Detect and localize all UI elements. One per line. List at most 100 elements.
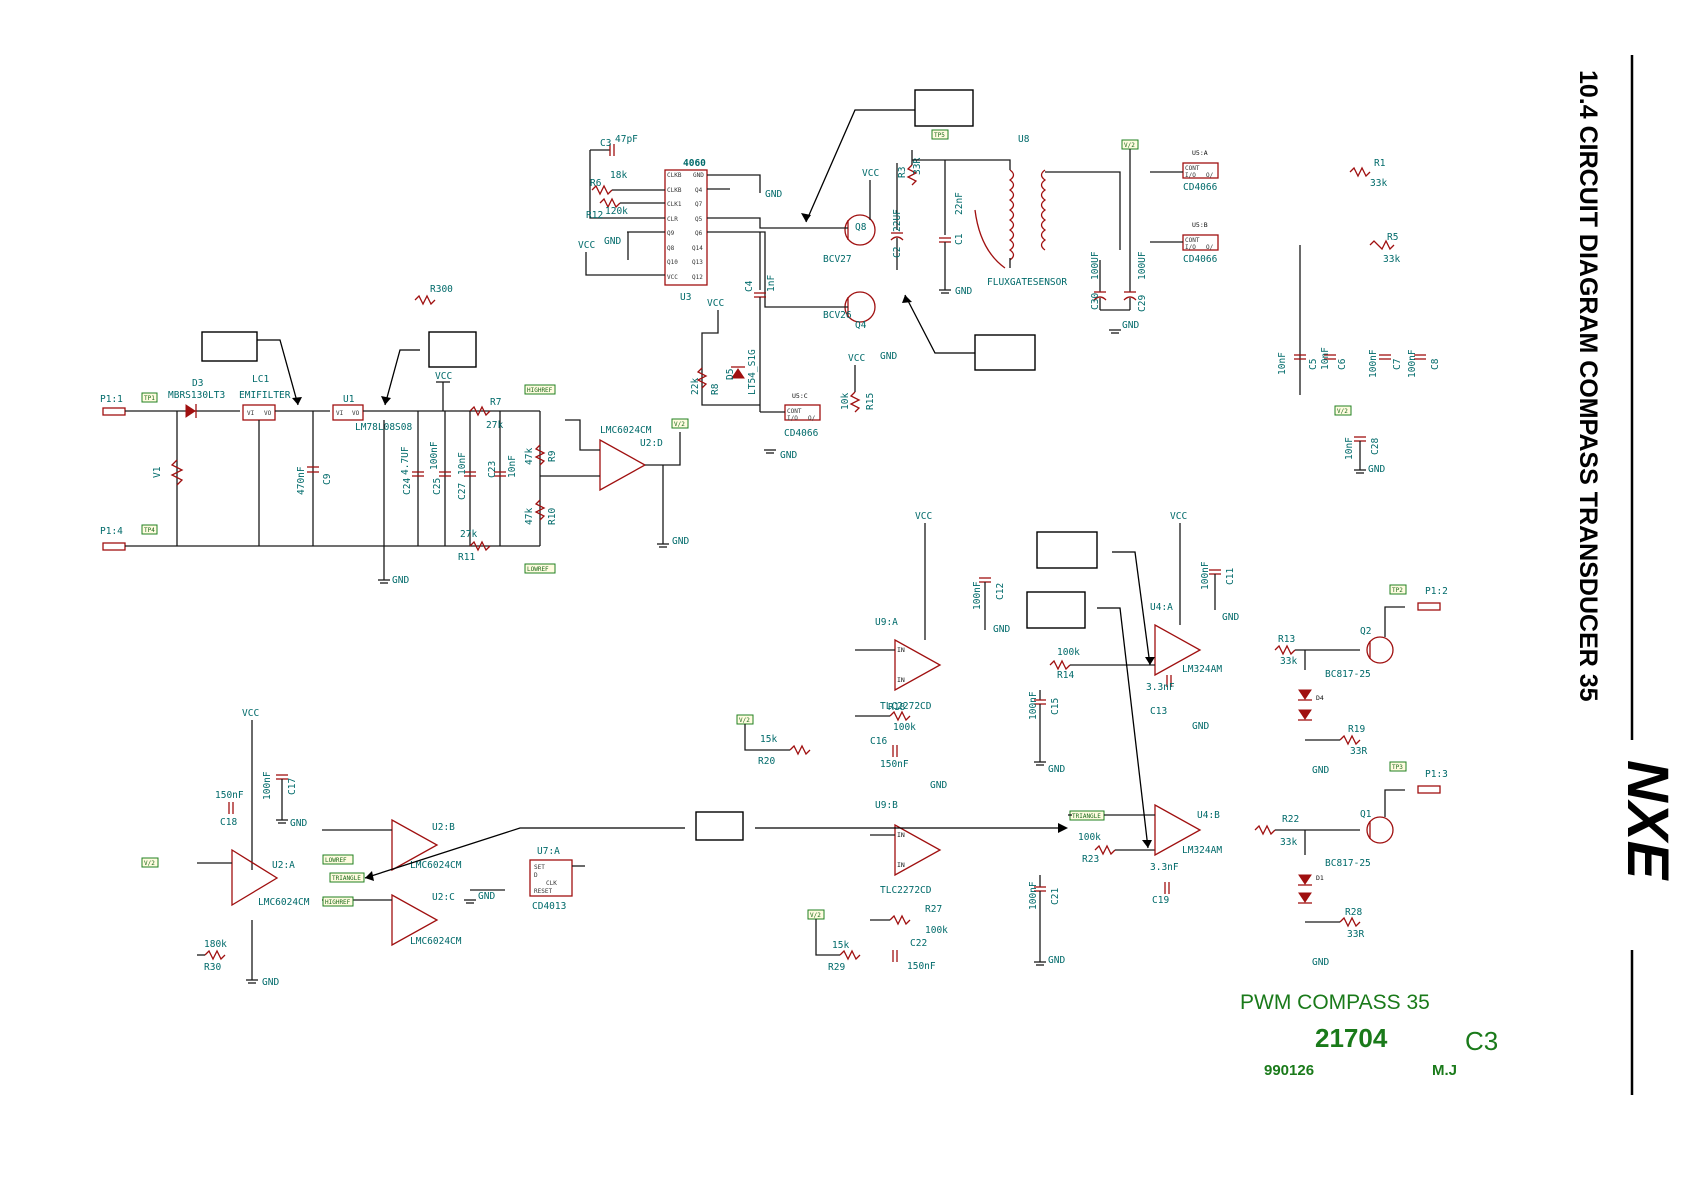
svg-text:Q12: Q12 bbox=[692, 274, 703, 281]
svg-text:R14: R14 bbox=[1057, 670, 1074, 681]
vertical-title: 10.4 CIRCUIT DIAGRAM COMPASS TRANSDUCER … bbox=[1574, 70, 1602, 702]
gnd-symbol-u7: GND bbox=[464, 889, 505, 904]
v2-tag-filter bbox=[1334, 405, 1352, 416]
capacitor-c27: C27 10nF bbox=[457, 430, 476, 546]
svg-text:U7:A: U7:A bbox=[537, 846, 560, 857]
svg-text:C11: C11 bbox=[1225, 568, 1236, 585]
svg-text:100k: 100k bbox=[1078, 832, 1101, 843]
svg-text:R10: R10 bbox=[547, 508, 558, 525]
vcc-symbol-u3: VCC bbox=[578, 240, 665, 276]
svg-text:Q1: Q1 bbox=[1360, 809, 1372, 820]
svg-text:R8: R8 bbox=[710, 383, 721, 395]
svg-text:LC1: LC1 bbox=[252, 374, 269, 385]
svg-text:I/O: I/O bbox=[787, 415, 798, 422]
capacitor-c1: C1 22nF GND bbox=[939, 160, 972, 297]
svg-text:IN: IN bbox=[897, 861, 905, 869]
svg-text:U5:C: U5:C bbox=[792, 392, 808, 400]
svg-text:HIGHREF: HIGHREF bbox=[527, 387, 553, 394]
svg-text:BCV26: BCV26 bbox=[823, 310, 852, 321]
resistor-r30: 180k R30 bbox=[197, 939, 227, 973]
power-supply: P1:1 TP1 P1:4 TP4 D3 MBRS130LT3 V1 bbox=[100, 284, 689, 586]
svg-text:10nF: 10nF bbox=[1344, 437, 1355, 460]
svg-text:GND: GND bbox=[1192, 721, 1209, 732]
svg-text:GND: GND bbox=[765, 189, 782, 200]
capacitor-c28: 10nF C28 GND bbox=[1344, 436, 1385, 475]
capacitor-c22: C22 150nF bbox=[892, 938, 936, 972]
resistor-r7: R7 27k bbox=[469, 397, 503, 431]
svg-text:U2:A: U2:A bbox=[272, 860, 295, 871]
callout-box-integrator-a bbox=[1036, 531, 1098, 569]
svg-text:LM324AM: LM324AM bbox=[1182, 845, 1222, 856]
highref-tag-u2c bbox=[322, 896, 354, 907]
oscillator-section: 4060 U3 CLKB CLKB CLK1 CLR Q9 Q8 Q10 VCC… bbox=[578, 129, 1148, 461]
capacitor-c17: 100nF C17 GND bbox=[262, 771, 307, 829]
svg-text:100UF: 100UF bbox=[1137, 251, 1148, 280]
svg-text:FLUXGATESENSOR: FLUXGATESENSOR bbox=[987, 277, 1067, 288]
svg-text:I/O: I/O bbox=[1185, 244, 1196, 251]
tp4-tag bbox=[141, 524, 158, 535]
channel-a: IN IN U9:A TLC2272CD VCC 100nF C12 GND R… bbox=[736, 511, 1448, 791]
svg-text:33k: 33k bbox=[1280, 656, 1297, 667]
svg-text:U1: U1 bbox=[343, 394, 355, 405]
lowref-tag-u2b bbox=[322, 854, 354, 865]
svg-text:TP3: TP3 bbox=[1392, 764, 1403, 771]
fluxgate-sensor-u8: U8 FLUXGATESENSOR bbox=[974, 134, 1067, 288]
svg-text:4060: 4060 bbox=[683, 158, 706, 169]
capacitor-c24: C24 4.7UF bbox=[400, 411, 424, 546]
callouts bbox=[201, 89, 1155, 881]
demod-switches: CONT I/O O/ U5:A CD4066 CONT I/O O/ U5:B… bbox=[1150, 149, 1441, 475]
opamp-u4b: U4:B LM324AM bbox=[1125, 803, 1222, 857]
gnd-symbol-2: GND bbox=[657, 536, 689, 548]
svg-text:GND: GND bbox=[1312, 957, 1329, 968]
svg-text:GND: GND bbox=[392, 575, 409, 586]
svg-text:47k: 47k bbox=[524, 448, 535, 465]
capacitor-c30: C30 100UF bbox=[1090, 251, 1107, 310]
resistor-r19: R19 33R bbox=[1305, 724, 1367, 757]
sensor-top-wire bbox=[912, 159, 1011, 170]
comparator-u2b: U2:B LMC6024CM bbox=[322, 818, 462, 872]
revision: C3 bbox=[1465, 1026, 1498, 1056]
resistor-r300: R300 bbox=[414, 284, 453, 306]
gnd-symbol-1: GND bbox=[378, 575, 409, 586]
svg-text:TP1: TP1 bbox=[144, 395, 155, 402]
svg-text:C22: C22 bbox=[910, 938, 927, 949]
svg-text:CONT: CONT bbox=[1185, 165, 1200, 172]
svg-text:4.7UF: 4.7UF bbox=[400, 446, 411, 475]
tp2-tag bbox=[1389, 584, 1407, 595]
svg-text:D3: D3 bbox=[192, 378, 203, 389]
svg-text:RESET: RESET bbox=[534, 888, 552, 895]
connector-p1-2: P1:2 bbox=[1417, 586, 1448, 611]
svg-text:100k: 100k bbox=[925, 925, 948, 936]
q5-wire bbox=[707, 231, 820, 308]
svg-text:CONT: CONT bbox=[1185, 237, 1200, 244]
svg-text:HIGHREF: HIGHREF bbox=[325, 899, 351, 906]
capacitor-c15: 100nF C15 GND bbox=[1028, 690, 1065, 775]
svg-text:D4: D4 bbox=[1316, 694, 1324, 702]
resistor-r12: R12 120k bbox=[586, 197, 665, 221]
svg-text:V/2: V/2 bbox=[674, 421, 685, 428]
resistor-r23: 100k R23 bbox=[1078, 832, 1155, 865]
svg-text:Q8: Q8 bbox=[667, 245, 675, 252]
svg-text:33k: 33k bbox=[1370, 178, 1387, 189]
svg-text:BC817-25: BC817-25 bbox=[1325, 858, 1371, 869]
callout-box-driver bbox=[914, 89, 974, 127]
svg-text:C1: C1 bbox=[954, 233, 965, 245]
svg-text:C12: C12 bbox=[995, 583, 1006, 600]
vcc-symbol-1: VCC bbox=[435, 371, 452, 411]
switch-u5c: CONT I/O O/ U5:C CD4066 GND bbox=[760, 392, 821, 461]
svg-text:P1:3: P1:3 bbox=[1425, 769, 1448, 780]
svg-text:150nF: 150nF bbox=[907, 961, 936, 972]
svg-text:Q14: Q14 bbox=[692, 245, 703, 252]
svg-text:R15: R15 bbox=[865, 393, 876, 410]
svg-text:C4: C4 bbox=[744, 280, 755, 292]
opamp-u2d: LMC6024CM U2:D V/2 bbox=[540, 418, 689, 540]
diode-d4: D4 bbox=[1298, 650, 1324, 721]
svg-text:100nF: 100nF bbox=[1200, 561, 1211, 590]
capacitor-c21: 100nF C21 GND bbox=[1028, 875, 1065, 966]
svg-text:U9:B: U9:B bbox=[875, 800, 898, 811]
svg-text:C24: C24 bbox=[402, 478, 413, 495]
svg-text:C30: C30 bbox=[1090, 293, 1101, 310]
resistor-r1: R1 33k bbox=[1349, 158, 1387, 189]
resistor-r6: R6 18k bbox=[590, 170, 665, 196]
svg-text:C17: C17 bbox=[287, 778, 298, 795]
